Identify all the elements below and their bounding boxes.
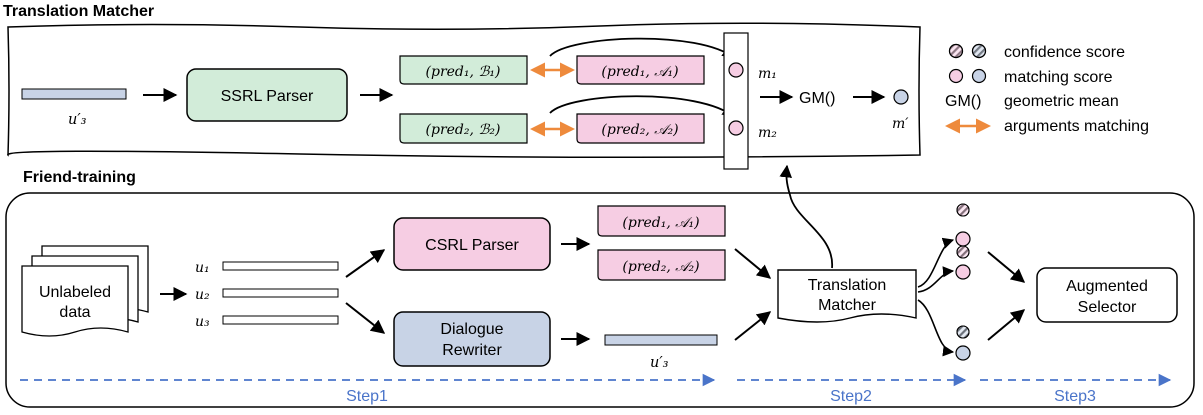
augmented-selector-line2: Selector bbox=[1078, 299, 1137, 316]
pred-a2-box bbox=[576, 113, 705, 144]
confidence-score-tint-2 bbox=[956, 245, 970, 259]
ft-pred-a2-label: (pred₂, 𝒜₂) bbox=[622, 259, 699, 275]
arrow-to-circle-2 bbox=[917, 266, 955, 293]
ft-translation-matcher-line1: Translation bbox=[808, 277, 887, 294]
arrow-preds-to-matcher bbox=[734, 248, 772, 279]
ssrl-parser-label: SSRL Parser bbox=[221, 88, 314, 105]
pred-b2-label: (pred₂, ℬ₂) bbox=[426, 122, 501, 138]
ft-translation-matcher-line2: Matcher bbox=[818, 297, 876, 314]
pred-a1-box bbox=[576, 55, 705, 85]
arrow-to-selector-top bbox=[987, 251, 1026, 283]
ft-u3-prime-label: u′₃ bbox=[650, 355, 669, 371]
u1-bar bbox=[222, 261, 339, 271]
matching-score-circle-1 bbox=[728, 62, 744, 78]
m-prime-label: m′ bbox=[892, 116, 909, 132]
pred-b1-box bbox=[399, 55, 528, 85]
final-score-circle bbox=[893, 89, 909, 105]
step2-label: Step2 bbox=[830, 388, 872, 405]
friend-training-title: Friend-training bbox=[23, 169, 136, 186]
pred-a2-label: (pred₂, 𝒜₂) bbox=[601, 122, 678, 138]
step3-label: Step3 bbox=[1054, 388, 1096, 405]
matching-score-column bbox=[723, 32, 749, 170]
ft-pred-a1-box bbox=[597, 205, 726, 237]
csrl-parser-label: CSRL Parser bbox=[425, 237, 519, 254]
selected-score-circle-1 bbox=[955, 231, 971, 247]
step1-label: Step1 bbox=[346, 388, 388, 405]
u3-prime-bar bbox=[21, 88, 127, 100]
friend-training-panel bbox=[5, 192, 1195, 408]
confidence-score-tint-3 bbox=[956, 325, 970, 339]
curve-arrow-bottom bbox=[549, 95, 735, 118]
ft-pred-a2-box bbox=[597, 249, 726, 281]
unlabeled-data-stack bbox=[21, 245, 149, 337]
selected-score-circle-3 bbox=[955, 345, 971, 361]
legend-confidence-text: confidence score bbox=[1004, 44, 1125, 61]
pred-b1-label: (pred₁, ℬ₁) bbox=[426, 64, 501, 80]
translation-matcher-title: Translation Matcher bbox=[3, 3, 154, 20]
ft-u3-prime-bar bbox=[604, 334, 718, 346]
unlabeled-data-line1: Unlabeled bbox=[39, 284, 111, 301]
curve-arrow-top bbox=[549, 37, 735, 59]
m1-label: m₁ bbox=[758, 66, 777, 82]
u1-label: u₁ bbox=[195, 260, 210, 276]
legend-confidence-pink-tint bbox=[948, 43, 964, 59]
unlabeled-data-line2: data bbox=[59, 304, 90, 321]
legend-arguments-text: arguments matching bbox=[1004, 118, 1149, 135]
legend-geometric-text: geometric mean bbox=[1004, 93, 1119, 110]
csrl-parser-box bbox=[393, 217, 551, 271]
augmented-selector-line1: Augmented bbox=[1066, 278, 1148, 295]
legend-gm-symbol: GM() bbox=[945, 93, 981, 110]
legend-matching-pink-icon bbox=[948, 68, 964, 84]
arrow-to-circle-3 bbox=[917, 299, 955, 357]
u2-label: u₂ bbox=[195, 287, 210, 303]
legend-confidence-blue-tint bbox=[971, 43, 987, 59]
legend-matching-text: matching score bbox=[1004, 69, 1113, 86]
pred-a1-label: (pred₁, 𝒜₁) bbox=[601, 64, 678, 80]
matching-score-circle-2 bbox=[728, 120, 744, 136]
dialogue-rewriter-line1: Dialogue bbox=[440, 321, 503, 338]
m2-label: m₂ bbox=[758, 125, 777, 141]
pred-b2-box bbox=[399, 113, 528, 144]
confidence-score-tint-1 bbox=[956, 203, 970, 217]
ssrl-parser-box bbox=[186, 68, 348, 122]
u3-label: u₃ bbox=[195, 314, 210, 330]
dialogue-rewriter-line2: Rewriter bbox=[442, 342, 502, 359]
u3-bar bbox=[222, 315, 339, 325]
dialogue-rewriter-box bbox=[393, 311, 551, 367]
augmented-selector-box bbox=[1036, 267, 1178, 323]
arrow-up-to-panel bbox=[779, 164, 833, 269]
ft-pred-a1-label: (pred₁, 𝒜₁) bbox=[622, 215, 699, 231]
arrow-to-rewriter bbox=[345, 302, 386, 334]
legend-matching-blue-icon bbox=[971, 68, 987, 84]
u3-prime-label: u′₃ bbox=[68, 112, 87, 128]
u2-bar bbox=[222, 288, 339, 298]
selected-score-circle-2 bbox=[955, 264, 971, 280]
arrow-to-csrl bbox=[345, 249, 386, 278]
ft-translation-matcher-box bbox=[777, 269, 917, 323]
arrow-u3p-to-matcher bbox=[734, 311, 772, 341]
arrow-to-selector-bottom bbox=[987, 309, 1026, 341]
arrow-to-circle-1 bbox=[917, 237, 955, 288]
gm-label: GM() bbox=[799, 90, 835, 107]
